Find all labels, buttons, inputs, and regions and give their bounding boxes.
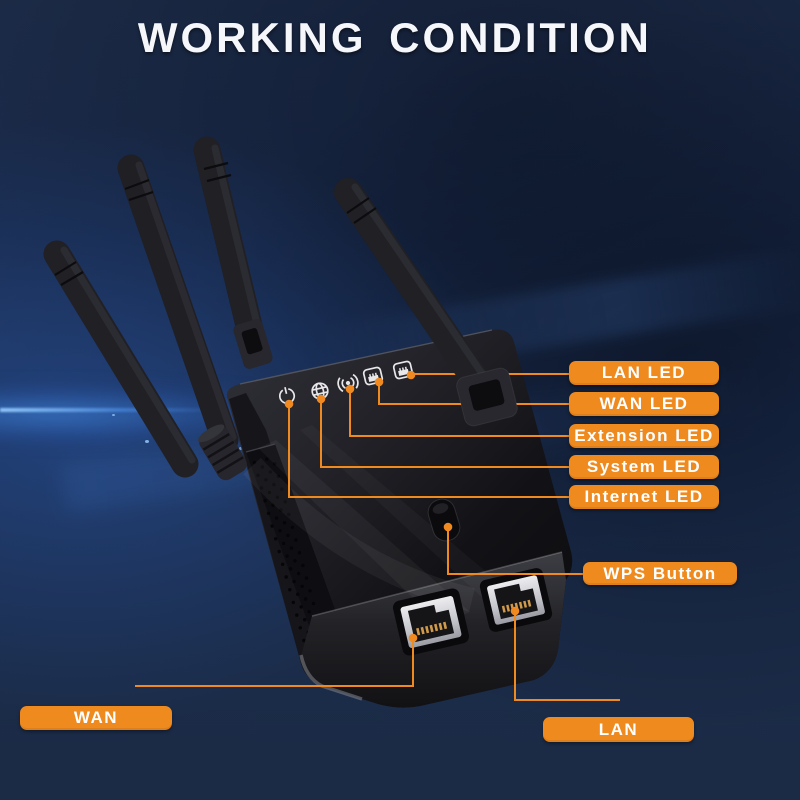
label-extension-led: Extension LED bbox=[569, 424, 719, 448]
label-lan-led: LAN LED bbox=[569, 361, 719, 385]
antenna-4 bbox=[334, 178, 518, 427]
lens-flare-streak bbox=[0, 408, 222, 412]
vent-strip bbox=[246, 444, 349, 656]
leader-line-extension-led bbox=[349, 389, 571, 437]
antenna-hinge bbox=[233, 319, 273, 369]
antenna-connector bbox=[198, 424, 247, 481]
leader-line-system-led bbox=[320, 399, 571, 468]
antenna-2 bbox=[117, 154, 239, 454]
leader-line-lan-port bbox=[514, 611, 620, 701]
callout-dots bbox=[284, 370, 520, 643]
antenna-hinge bbox=[456, 367, 518, 427]
label-system-led: System LED bbox=[569, 455, 719, 479]
lan-ethernet-device-icon bbox=[392, 360, 414, 380]
light-speck bbox=[239, 447, 242, 450]
page-title: WORKING CONDITION bbox=[137, 14, 652, 61]
label-wan-led: WAN LED bbox=[569, 392, 719, 416]
light-speck bbox=[145, 440, 149, 443]
globe-icon bbox=[311, 382, 329, 400]
label-lan-port: LAN bbox=[543, 717, 694, 742]
lan-ethernet-port bbox=[479, 568, 553, 632]
leader-line-wps-button bbox=[447, 527, 585, 575]
label-wps-button: WPS Button bbox=[583, 562, 737, 585]
label-internet-led: Internet LED bbox=[569, 485, 719, 509]
leader-line-wan-port bbox=[135, 638, 414, 687]
antenna-1 bbox=[43, 240, 199, 478]
light-speck bbox=[112, 414, 115, 416]
antenna-3 bbox=[193, 136, 264, 344]
label-wan-port: WAN bbox=[20, 706, 172, 730]
wps-button bbox=[427, 498, 461, 542]
leader-line-internet-led bbox=[288, 404, 571, 498]
device-body bbox=[226, 329, 573, 708]
